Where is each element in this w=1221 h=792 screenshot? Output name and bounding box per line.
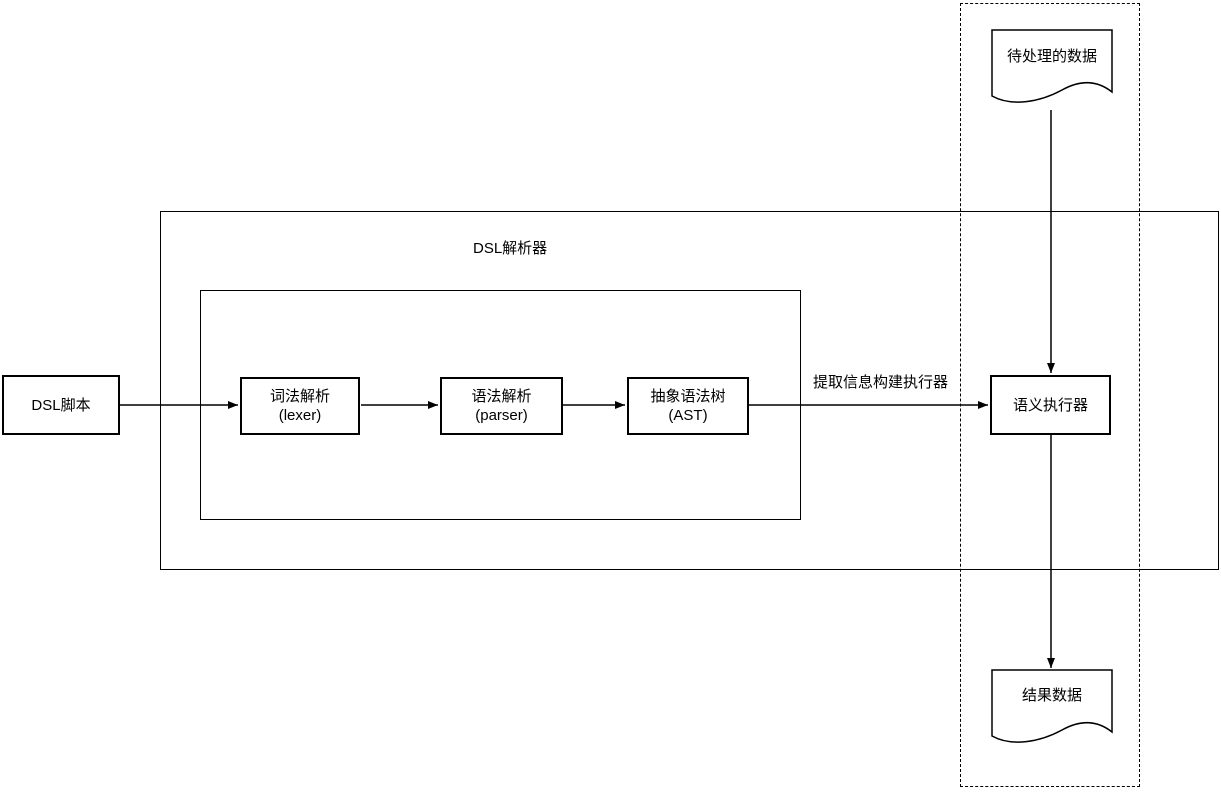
input-data-label: 待处理的数据: [992, 33, 1112, 78]
ast-label-line2: (AST): [668, 407, 708, 424]
result-data-label: 结果数据: [992, 672, 1112, 716]
result-data-document-shape: [991, 669, 1113, 743]
lexer-label-line2: (lexer): [278, 407, 322, 424]
parser-node: 语法解析 (parser): [440, 377, 563, 435]
input-data-document-shape: [991, 29, 1113, 103]
parser-label-line1: 语法解析: [471, 388, 532, 405]
result-data-label-text: 结果数据: [1021, 686, 1082, 704]
semantic-executor-node: 语义执行器: [990, 375, 1111, 435]
dsl-parser-group: [160, 211, 1219, 570]
dsl-parser-group-label: DSL解析器: [473, 240, 548, 257]
ast-label-line1: 抽象语法树: [650, 388, 726, 405]
dsl-script-label: DSL脚本: [31, 396, 91, 414]
semantic-executor-label: 语义执行器: [1012, 396, 1088, 414]
data-flow-dashed-boundary: [960, 3, 1140, 787]
lexer-label-line1: 词法解析: [269, 388, 330, 405]
lexer-node: 词法解析 (lexer): [240, 377, 360, 435]
input-data-label-text: 待处理的数据: [1006, 48, 1097, 65]
ast-node: 抽象语法树 (AST): [627, 377, 749, 435]
edge-label-extract-info: 提取信息构建执行器: [813, 374, 949, 391]
dsl-script-node: DSL脚本: [2, 375, 120, 435]
parser-label-line2: (parser): [475, 407, 528, 424]
